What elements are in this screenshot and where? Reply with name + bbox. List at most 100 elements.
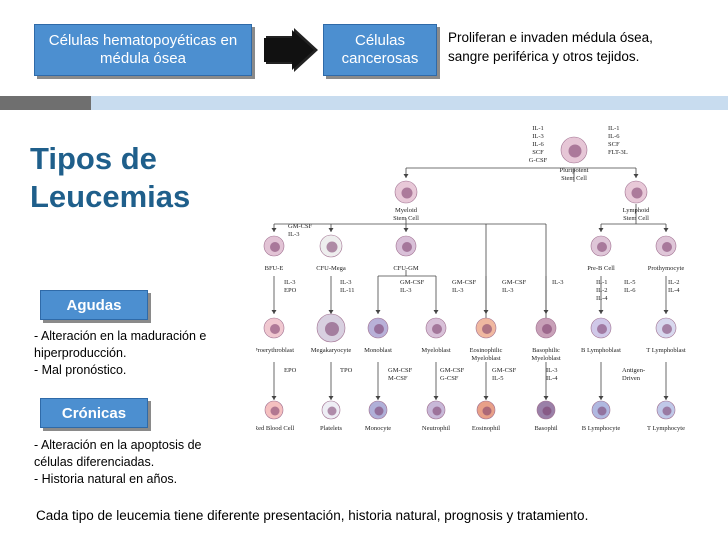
blast-label: B Lymphoblast (581, 347, 621, 354)
mature-cell-nucleus (432, 406, 442, 416)
row3-link-arrowhead (328, 396, 334, 400)
factor-row3: Driven (622, 375, 641, 382)
myeloid-factors: IL-3 (288, 231, 300, 238)
stem-left-factors: SCF (532, 149, 544, 156)
row3-link-arrowhead (598, 396, 604, 400)
factor-row3: EPO (284, 367, 297, 374)
to-lymphoid-arrowhead (633, 174, 639, 178)
blast-label: Proerythroblast (256, 347, 294, 354)
footer-note: Cada tipo de leucemia tiene diferente pr… (36, 508, 589, 523)
prog-link-arrowhead (403, 228, 409, 232)
prog-link-arrowhead (328, 228, 334, 232)
mature-label: Eosinophil (472, 425, 500, 432)
agudas-line-1: - Alteración en la maduración e (34, 329, 207, 343)
stem-right-factors: IL-1 (608, 125, 620, 132)
box1-label: Células hematopoyéticas en médula ósea (48, 32, 238, 67)
cfu-mega-cell-nucleus (326, 241, 338, 253)
mature-label: Neutrophil (422, 425, 450, 432)
progenitor-label: Pre-B Cell (587, 265, 615, 272)
factor-row3: IL-5 (492, 375, 504, 382)
blast-cell-nucleus (432, 324, 442, 334)
factor-row2: IL-11 (340, 287, 355, 294)
factor-row3: GM-CSF (440, 367, 465, 374)
mature-cell-nucleus (662, 406, 672, 416)
progenitor-label: BFU-E (265, 265, 284, 272)
blast-label: Monoblast (364, 347, 392, 354)
cronicas-label: Crónicas (61, 404, 127, 422)
note-line-1: Proliferan e invaden médula ósea, (448, 30, 653, 45)
cronicas-label-box: Crónicas (40, 398, 148, 428)
factor-row2: IL-3 (284, 279, 296, 286)
progenitor-label: CFU-Mega (316, 265, 346, 272)
factor-row2: IL-3 (552, 279, 564, 286)
blast-cell-nucleus (374, 324, 384, 334)
row3-link-arrowhead (375, 396, 381, 400)
stem-cell-nucleus (568, 144, 582, 158)
mature-cell-nucleus (597, 406, 607, 416)
row3-link-arrowhead (543, 396, 549, 400)
factor-row2: IL-3 (452, 287, 464, 294)
stem-right-factors: SCF (608, 141, 620, 148)
mature-label: Monocyte (365, 425, 391, 432)
row2-link-arrowhead (483, 310, 489, 314)
blast-cell-nucleus (597, 324, 607, 334)
agudas-description: - Alteración en la maduración e hiperpro… (34, 328, 244, 379)
cronicas-line-3: - Historia natural en años. (34, 472, 178, 486)
agudas-label: Agudas (66, 296, 122, 314)
mature-cell-nucleus (542, 406, 552, 416)
row3-link-arrowhead (271, 396, 277, 400)
factor-row2: IL-6 (624, 287, 636, 294)
factor-row2: GM-CSF (452, 279, 477, 286)
factor-row3: TPO (340, 367, 353, 374)
stem-left-factors: G-CSF (529, 157, 548, 164)
cronicas-line-1: - Alteración en la apoptosis de (34, 438, 202, 452)
title-line-1: Tipos de (30, 141, 157, 176)
myeloid-factors: GM-CSF (288, 223, 313, 230)
blast-cell-nucleus (482, 324, 492, 334)
row2-link-arrowhead (328, 310, 334, 314)
blast-label: Myeloblast (531, 355, 560, 362)
mature-label: Basophil (534, 425, 557, 432)
factor-row2: IL-4 (668, 287, 680, 294)
row3-link-arrowhead (663, 396, 669, 400)
factor-row2: IL-2 (668, 279, 680, 286)
proliferation-note: Proliferan e invaden médula ósea, sangre… (448, 28, 653, 66)
mature-label: Red Blood Cell (256, 425, 294, 432)
factor-row2: GM-CSF (502, 279, 527, 286)
mature-label: Platelets (320, 425, 342, 432)
agudas-line-3: - Mal pronóstico. (34, 363, 127, 377)
cancer-cells-box: Células cancerosas (323, 24, 437, 76)
blast-cell-nucleus (662, 324, 672, 334)
row2-link-arrowhead (375, 310, 381, 314)
progenitor-label: CFU-GM (393, 265, 419, 272)
factor-row3: IL-4 (546, 375, 558, 382)
blast-cell-nucleus (325, 322, 339, 336)
box2-label: Células cancerosas (341, 32, 419, 67)
row3-link-arrowhead (433, 396, 439, 400)
factor-row3: G-CSF (440, 375, 459, 382)
factor-row2: IL-3 (400, 287, 412, 294)
note-line-2: sangre periférica y otros tejidos. (448, 49, 640, 64)
factor-row2: IL-2 (596, 287, 608, 294)
factor-row3: GM-CSF (492, 367, 517, 374)
stem-right-factors: IL-6 (608, 133, 620, 140)
divider-light (91, 96, 728, 110)
factor-row3: Antigen- (622, 367, 645, 374)
blast-label: Megakaryocyte (311, 347, 352, 354)
row2-link-arrowhead (663, 310, 669, 314)
divider-dark (0, 96, 91, 110)
blast-label: Myeloblast (421, 347, 450, 354)
arrow-right-icon (264, 28, 318, 72)
stem-right-factors: FLT-3L (608, 149, 628, 156)
mature-cell-nucleus (374, 406, 384, 416)
hematopoietic-cells-box: Células hematopoyéticas en médula ósea (34, 24, 252, 76)
mature-cell-nucleus (482, 406, 492, 416)
cfu-gm-cell-nucleus (402, 242, 412, 252)
row2-link-arrowhead (271, 310, 277, 314)
agudas-label-box: Agudas (40, 290, 148, 320)
row2-link-arrowhead (433, 310, 439, 314)
stem-left-factors: IL-1 (532, 125, 544, 132)
blast-label: T Lymphoblast (646, 347, 686, 354)
myeloid-label: Myeloid (395, 207, 418, 214)
